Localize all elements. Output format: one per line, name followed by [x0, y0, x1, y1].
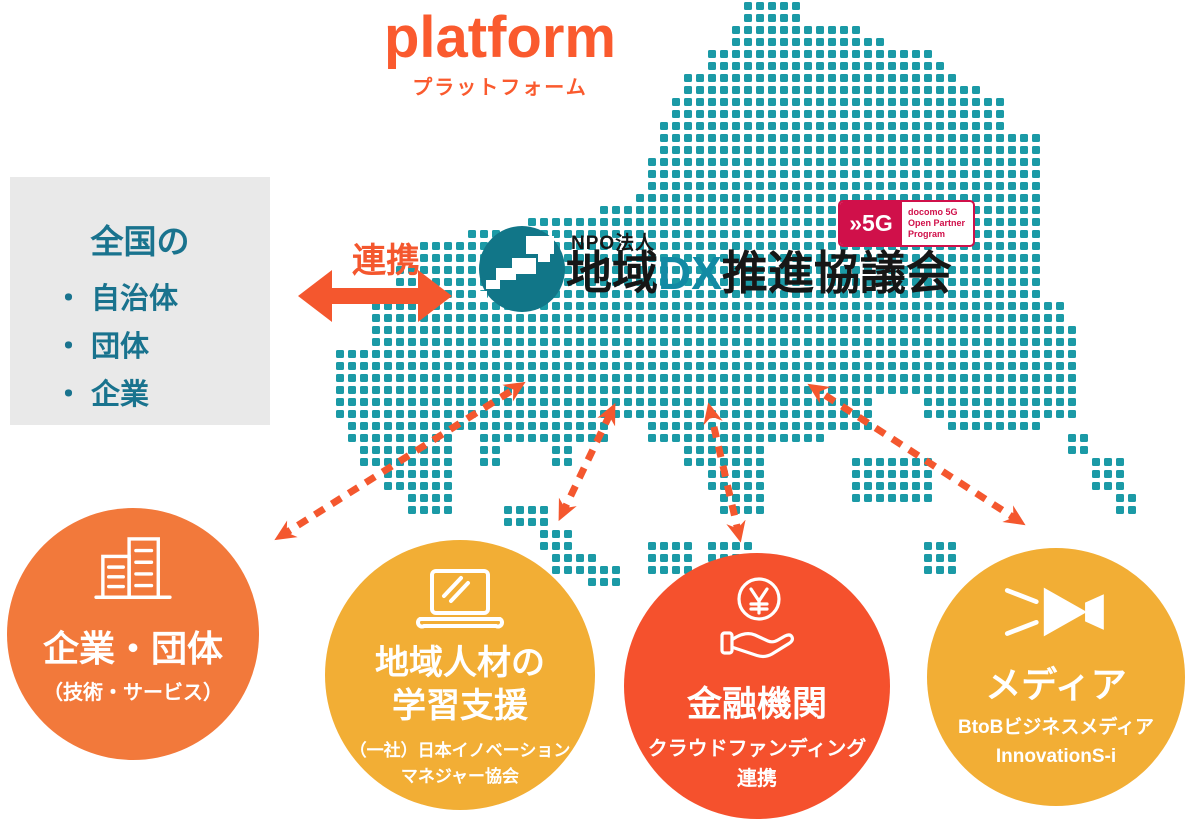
platform-title: platform	[384, 5, 616, 70]
panel-heading: 全国の	[90, 223, 190, 260]
circle-learning-support: 地域人材の 学習支援 （一社）日本イノベーション マネジャー協会	[325, 540, 595, 810]
circle-title: 金融機関	[687, 683, 827, 727]
laptop-icon	[416, 569, 504, 629]
platform-title-ja: プラットフォーム	[412, 77, 588, 99]
connection-arrows	[274, 270, 1026, 543]
circle-title-line: 企業・団体	[42, 628, 223, 669]
circle-companies: 企業・団体 （技術・サービス）	[7, 508, 259, 760]
npo-name-dx: DX	[658, 247, 722, 299]
circle-title: メディア	[985, 662, 1126, 707]
badge-text: docomo 5G Open Partner Program	[902, 202, 973, 245]
dashed-arrow-1	[274, 381, 526, 541]
npo-type-label: NPO法人	[571, 233, 656, 254]
badge-line-3: Program	[908, 229, 946, 239]
dashed-arrow-4	[807, 383, 1026, 526]
npo-name: 地域DX推進協議会	[566, 247, 952, 300]
renkei-label: 連携	[352, 242, 420, 280]
circle-subtitle-line: クラウドファンディング	[647, 737, 867, 760]
panel-item-municipalities: ・ 自治体	[54, 283, 179, 315]
circle-subtitle-line: （一社）日本イノベーション	[349, 741, 571, 760]
panel-item-organizations: ・ 団体	[54, 331, 150, 363]
circle-title-line: 学習支援	[392, 686, 528, 725]
circle-subtitle-line: 連携	[736, 767, 777, 790]
circle-subtitle: BtoBビジネスメディア InnovationS-i	[958, 714, 1154, 771]
circle-title: 地域人材の 学習支援	[375, 642, 545, 727]
dashed-arrow-3	[703, 402, 746, 543]
circle-subtitle-line: （技術・サービス）	[43, 682, 223, 704]
building-icon	[94, 537, 172, 599]
circle-title-line: メディア	[985, 664, 1127, 705]
japan-icon	[480, 236, 554, 298]
panel-item-companies: ・ 企業	[54, 379, 150, 411]
badge-line-2: Open Partner	[908, 218, 966, 228]
circle-subtitle: クラウドファンディング 連携	[648, 734, 867, 794]
circle-subtitle: （一社）日本イノベーション マネジャー協会	[350, 738, 571, 789]
npo-name-pre: 地域	[566, 247, 658, 299]
docomo-5g-badge: »5G docomo 5G Open Partner Program	[838, 200, 975, 247]
panel-list: ・ 自治体 ・ 団体 ・ 企業	[10, 275, 270, 419]
circle-subtitle-line: BtoBビジネスメディア	[957, 717, 1155, 738]
circle-subtitle: （技術・サービス）	[43, 678, 223, 708]
circle-title: 企業・団体	[43, 626, 223, 671]
bidirectional-arrow	[298, 270, 452, 322]
circle-subtitle-line: マネジャー協会	[400, 766, 520, 786]
nationwide-panel: 全国の ・ 自治体 ・ 団体 ・ 企業	[10, 177, 270, 425]
badge-line-1: docomo 5G	[908, 207, 958, 217]
hand-yen-icon	[720, 577, 795, 659]
5g-logo: »5G	[840, 202, 902, 245]
circle-title-line: 金融機関	[686, 685, 827, 724]
circle-subtitle-line: InnovationS-i	[995, 745, 1117, 767]
circle-media: メディア BtoBビジネスメディア InnovationS-i	[927, 548, 1185, 806]
npo-name-post: 推進協議会	[721, 247, 952, 299]
circle-finance: 金融機関 クラウドファンディング 連携	[624, 553, 890, 819]
npo-logo-mark	[479, 226, 565, 312]
circle-title-line: 地域人材の	[375, 644, 545, 682]
megaphone-icon	[1004, 587, 1104, 637]
